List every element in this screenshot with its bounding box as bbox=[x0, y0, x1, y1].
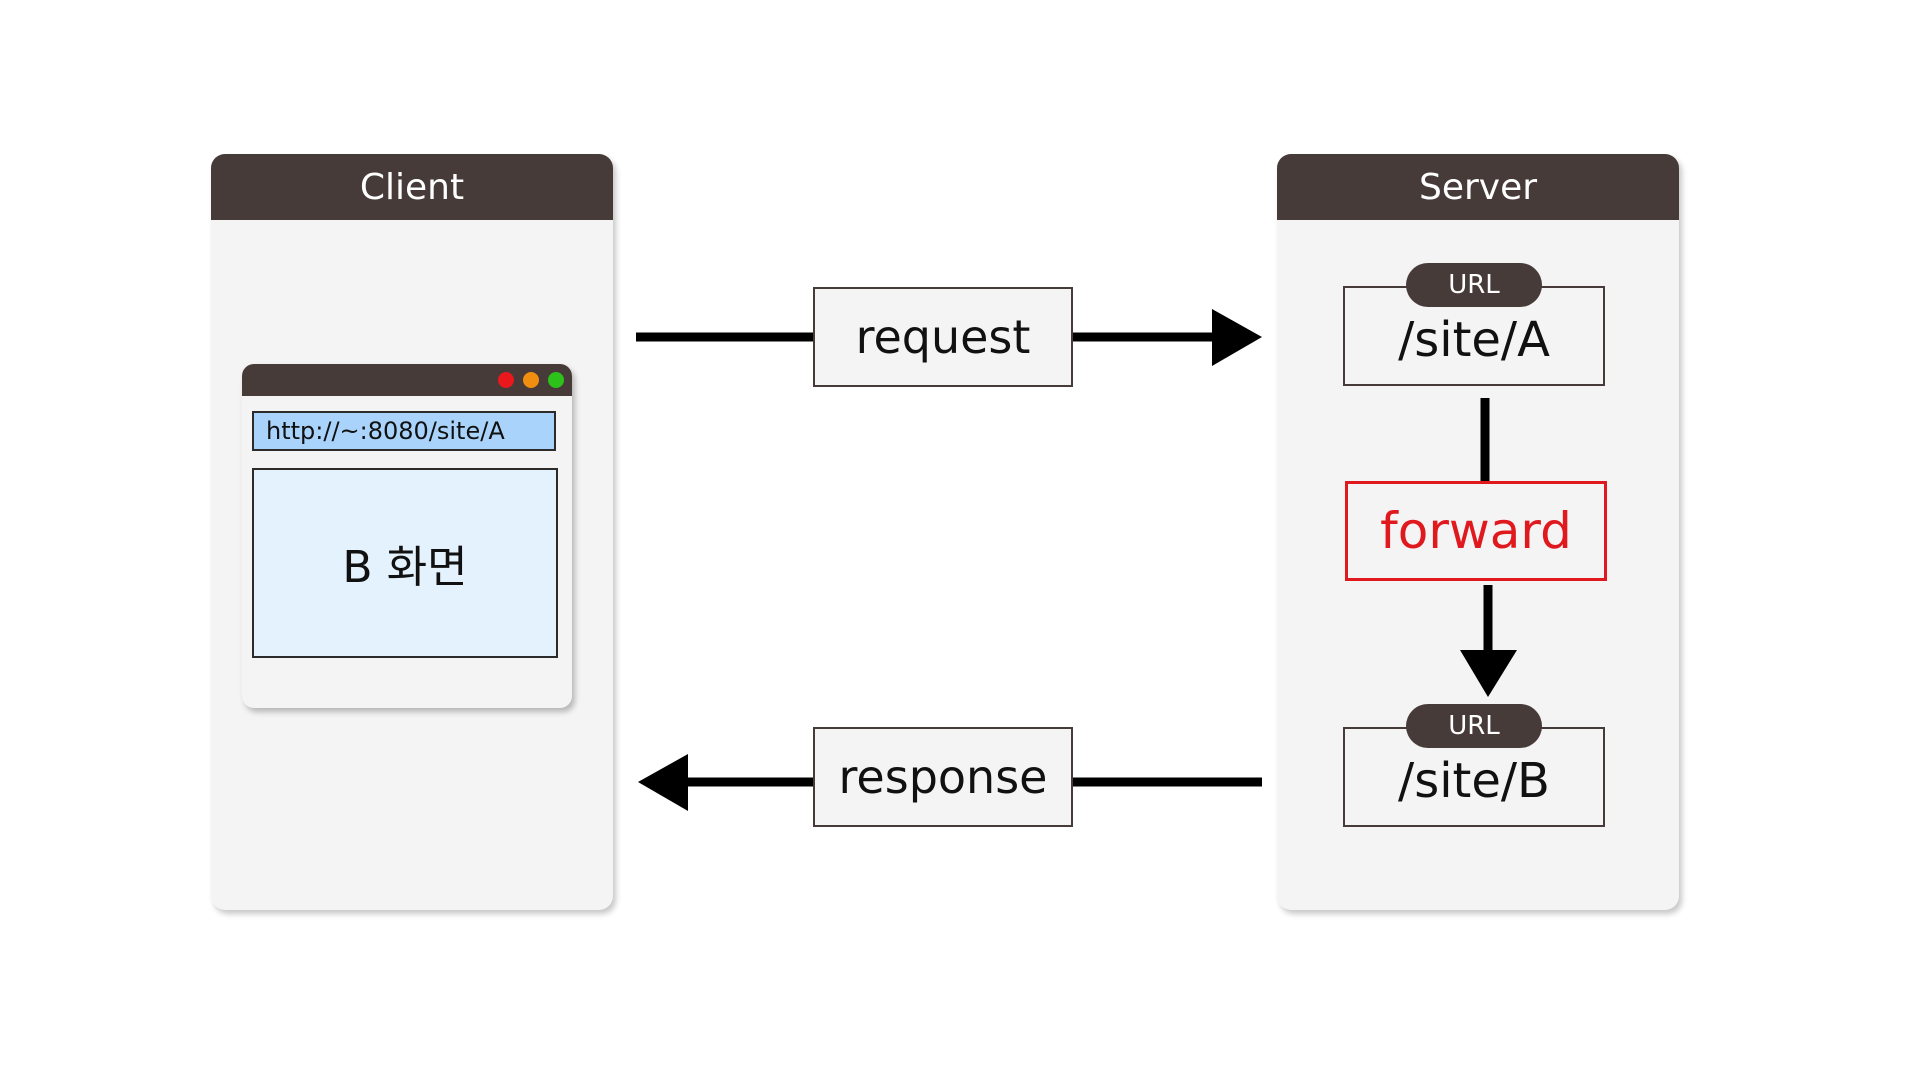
minimize-dot-icon bbox=[523, 372, 539, 388]
browser-page-content: B 화면 bbox=[252, 468, 558, 658]
url-pill-b: URL bbox=[1406, 704, 1542, 748]
maximize-dot-icon bbox=[548, 372, 564, 388]
request-arrowhead-icon bbox=[1212, 309, 1262, 366]
request-label-box: request bbox=[813, 287, 1073, 387]
forward-arrowhead-icon bbox=[1460, 650, 1517, 697]
browser-title-bar bbox=[242, 364, 572, 396]
close-dot-icon bbox=[498, 372, 514, 388]
response-arrowhead-icon bbox=[638, 754, 688, 811]
server-title: Server bbox=[1277, 154, 1679, 220]
route-a-box: /site/A bbox=[1343, 286, 1605, 386]
forward-box: forward bbox=[1345, 481, 1607, 581]
browser-window: http://~:8080/site/A B 화면 bbox=[242, 364, 572, 708]
browser-url-field: http://~:8080/site/A bbox=[252, 411, 556, 451]
url-pill-a: URL bbox=[1406, 263, 1542, 307]
client-title: Client bbox=[211, 154, 613, 220]
response-label-box: response bbox=[813, 727, 1073, 827]
